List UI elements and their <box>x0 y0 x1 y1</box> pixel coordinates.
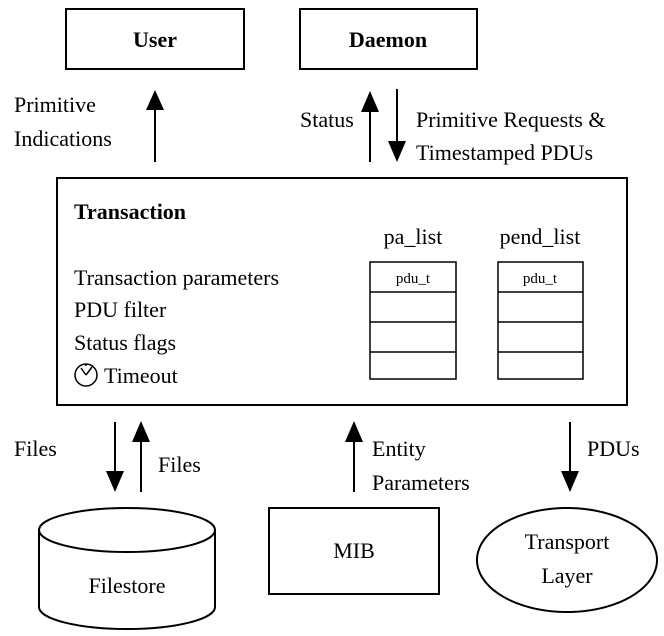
pa-list: pa_list pdu_t <box>369 224 457 380</box>
user-box <box>65 8 245 70</box>
clock-icon <box>74 363 98 387</box>
pa-list-cell-label: pdu_t <box>396 271 431 287</box>
primitive-indications-label-line1: Primitive <box>14 92 96 117</box>
entity-parameters-label-line1: Entity <box>372 436 426 461</box>
transport-layer-ellipse <box>476 507 658 613</box>
filestore-label: Filestore <box>89 573 166 598</box>
pend-list-label: pend_list <box>500 224 581 249</box>
pend-list: pend_list pdu_t <box>497 224 584 380</box>
pa-list-frame <box>369 261 457 380</box>
user-node: User <box>65 8 245 70</box>
timeout-field: Timeout <box>104 363 178 388</box>
files-up-label: Files <box>158 452 201 477</box>
files-up-arrow <box>132 421 150 492</box>
primitive-requests-label-line2: Timestamped PDUs <box>416 140 593 165</box>
entity-parameters-label-line2: Parameters <box>372 470 470 495</box>
status-label: Status <box>300 107 354 132</box>
status-flags-field: Status flags <box>74 330 176 355</box>
files-down-label: Files <box>14 436 57 461</box>
filestore-top <box>38 507 216 553</box>
daemon-box <box>299 8 478 70</box>
pend-list-cell-label: pdu_t <box>523 271 558 287</box>
mib-label: MIB <box>333 538 375 563</box>
primitive-requests-label-line1: Primitive Requests & <box>416 107 605 132</box>
status-arrow <box>361 91 379 162</box>
pend-list-frame <box>497 261 584 380</box>
mib-box <box>268 507 440 595</box>
daemon-node: Daemon <box>299 8 478 70</box>
files-down-arrow <box>106 422 124 492</box>
user-label: User <box>133 27 177 52</box>
transaction-node: Transaction Transaction parameters PDU f… <box>56 177 628 406</box>
transaction-parameters-field: Transaction parameters <box>74 265 279 290</box>
pdu-filter-field: PDU filter <box>74 297 167 322</box>
entity-parameters-arrow <box>345 421 363 492</box>
transaction-title: Transaction <box>74 199 186 224</box>
pdus-label: PDUs <box>587 436 640 461</box>
primitive-indications-label-line2: Indications <box>14 126 112 151</box>
mib-node: MIB <box>268 507 440 595</box>
transport-layer-node: Transport Layer <box>476 507 658 613</box>
filestore-node: Filestore <box>38 507 216 630</box>
primitive-requests-arrow <box>388 89 406 162</box>
pdus-arrow <box>561 422 579 492</box>
primitive-indications-arrow <box>146 90 164 162</box>
transport-label-line2: Layer <box>541 563 593 588</box>
filestore-body <box>38 529 216 630</box>
transport-label-line1: Transport <box>525 529 610 554</box>
pa-list-label: pa_list <box>384 224 443 249</box>
daemon-label: Daemon <box>349 27 427 52</box>
